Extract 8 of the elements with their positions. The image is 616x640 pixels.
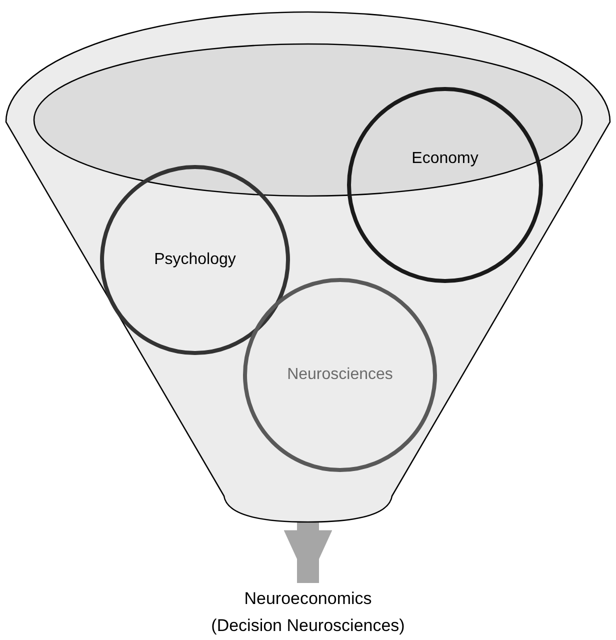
output-label: Neuroeconomics (Decision Neurosciences) xyxy=(210,588,406,637)
circle-node xyxy=(243,278,437,472)
node-label: Economy xyxy=(412,150,478,168)
arrow xyxy=(284,522,332,583)
node-label: Neurosciences xyxy=(287,366,393,384)
node-label: Psychology xyxy=(154,251,236,269)
circle-node xyxy=(100,165,290,355)
circle-node xyxy=(347,87,543,283)
